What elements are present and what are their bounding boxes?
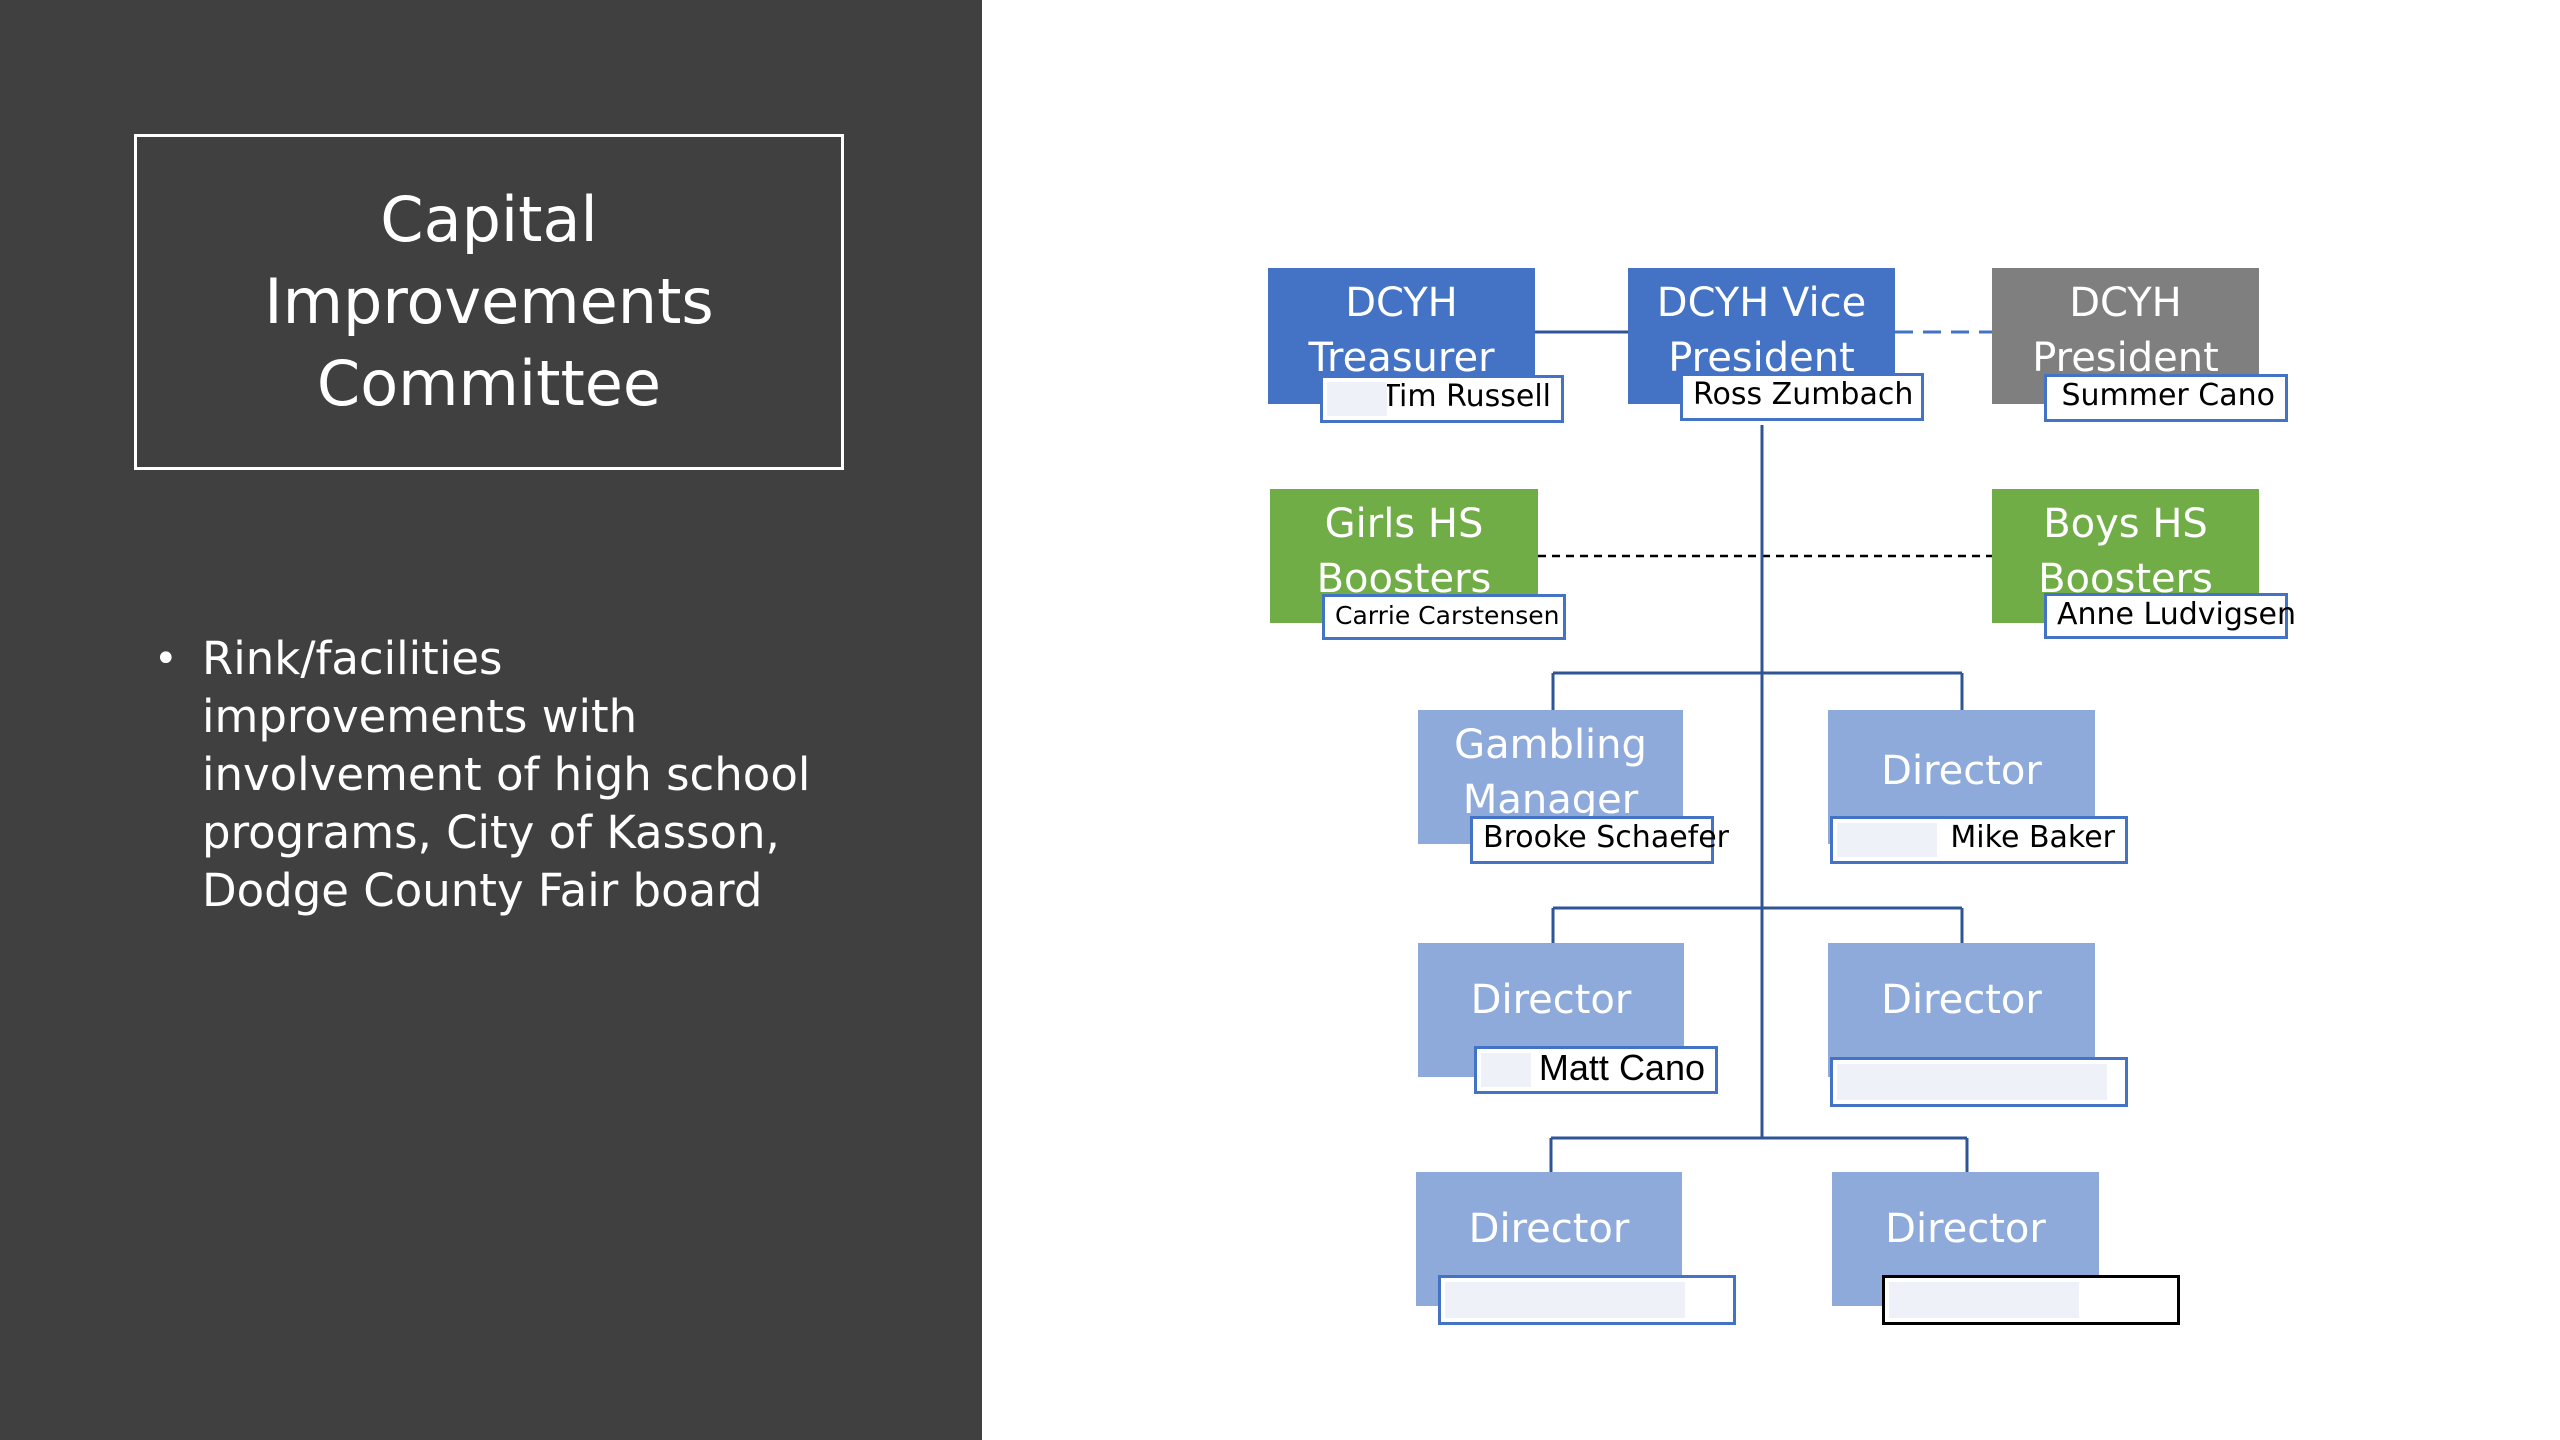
name-tag-shade [1837,1064,2107,1100]
node-gambling-manager: Gambling Manager [1418,710,1683,844]
name-text: Brooke Schaefer [1483,820,1730,855]
name-tag-shade [1837,823,1937,857]
node-role: Gambling Manager [1454,722,1647,823]
node-role: DCYH Treasurer [1308,280,1495,381]
node-role: Director [1885,1206,2046,1252]
name-tag-director-5 [1882,1275,2180,1325]
name-tag-boys-boosters: Anne Ludvigsen [2044,593,2296,639]
node-role: Director [1881,977,2042,1023]
name-tag-director-2: Matt Cano [1474,1046,1718,1094]
slide-title: Capital Improvements Committee [134,134,844,470]
name-text: Anne Ludvigsen [2057,597,2297,632]
left-panel: Capital Improvements Committee • Rink/fa… [0,0,982,1440]
bullet-list: • Rink/facilities improvements with invo… [154,630,814,920]
node-director-3: Director [1828,943,2095,1077]
name-text: Carrie Carstensen [1335,601,1560,630]
name-tag-director-1: Mike Baker [1830,816,2128,864]
name-text: Tim Russell [1381,379,1551,414]
name-tag-gambling-manager: Brooke Schaefer [1470,816,1729,864]
name-tag-shade [1327,382,1387,416]
node-role: Girls HS Boosters [1316,501,1492,602]
bullet-text: Rink/facilities improvements with involv… [202,632,811,917]
name-text: Matt Cano [1538,1047,1705,1088]
name-text: Ross Zumbach [1693,377,1914,412]
name-text: Summer Cano [2061,378,2275,413]
bullet-item: • Rink/facilities improvements with invo… [154,630,814,920]
name-tag-girls-boosters: Carrie Carstensen [1322,594,1566,640]
name-tag-shade [1889,1282,2079,1318]
name-tag-shade [1445,1282,1685,1318]
node-role: Director [1881,748,2042,794]
name-tag-director-3 [1830,1057,2128,1107]
name-tag-director-4 [1438,1275,1736,1325]
name-tag-shade [1481,1053,1531,1087]
name-text: Mike Baker [1950,820,2115,855]
node-role: DCYH Vice President [1656,280,1867,381]
node-role: DCYH President [2032,280,2219,381]
node-role: Director [1470,977,1632,1023]
node-role: Director [1468,1206,1630,1252]
name-tag-vice-president: Ross Zumbach [1680,373,1924,421]
bullet-dot-icon: • [154,636,178,682]
name-tag-president: Summer Cano [2044,374,2288,422]
node-role: Boys HS Boosters [2038,501,2213,602]
name-tag-treasurer: Tim Russell [1320,375,1564,423]
